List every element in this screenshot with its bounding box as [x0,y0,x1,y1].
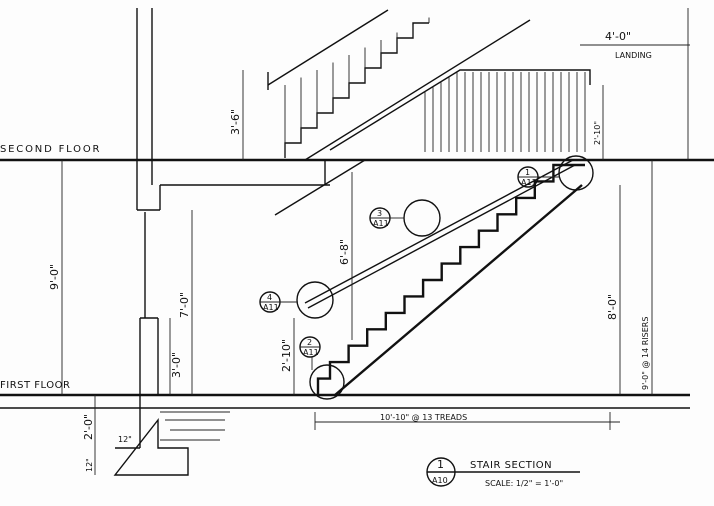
dimension-landing-height: 8'-0" [606,185,621,395]
svg-text:2: 2 [307,338,312,347]
svg-text:6'-8": 6'-8" [338,239,351,265]
svg-text:7'-0": 7'-0" [178,292,191,318]
dimension-treads: 10'-10" @ 13 TREADS [314,412,620,430]
detail-circle-4 [296,281,334,319]
svg-text:2'-0": 2'-0" [82,414,95,440]
dimension-headroom: 6'-8" [338,172,353,340]
svg-text:10'-10" @ 13 TREADS: 10'-10" @ 13 TREADS [380,413,467,422]
svg-text:SCALE: 1/2" = 1'-0": SCALE: 1/2" = 1'-0" [485,479,563,488]
dimension-wall-lower: 3'-0" [169,318,183,395]
handrail-lower-edge [307,164,576,309]
svg-text:LANDING: LANDING [615,51,652,60]
detail-circle-1 [558,155,594,191]
first-floor-label: FIRST FLOOR [0,380,70,391]
dimension-landing-width: 4'-0" LANDING [580,8,690,160]
svg-text:A10: A10 [432,476,448,485]
dimension-door-head: 7'-0" [178,210,193,395]
dimension-guard-height: 3'-6" [229,70,244,160]
callout-1[interactable]: 1 A11 [517,166,560,188]
dimension-lower-rail: 2'-10" [280,318,295,395]
svg-text:1: 1 [525,168,530,177]
soffit-line [274,159,366,216]
dimension-footing-thickness: 12" [85,448,96,475]
drawing-title-block: 1 A10 STAIR SECTION SCALE: 1/2" = 1'-0" [426,457,580,488]
svg-text:9'-0" @ 14 RISERS: 9'-0" @ 14 RISERS [641,317,650,390]
stair-stringer [334,184,583,396]
svg-text:1: 1 [437,458,444,471]
svg-text:A11: A11 [303,348,319,357]
svg-text:2'-10": 2'-10" [593,121,602,145]
svg-text:A11: A11 [373,219,389,228]
dimension-upper-rail: 2'-10" [593,85,604,160]
stair-treads-risers [316,163,585,395]
callout-4[interactable]: 4 A11 [259,291,297,313]
svg-text:4: 4 [267,293,272,302]
svg-text:A11: A11 [521,178,537,187]
detail-circle-3 [403,199,441,237]
svg-text:STAIR SECTION: STAIR SECTION [470,460,552,471]
svg-text:3: 3 [377,209,382,218]
dimension-footing-depth: 2'-0" [82,395,96,448]
landing-guardrail [424,71,586,152]
dimension-footing-width: 12" [118,435,132,444]
callout-3[interactable]: 3 A11 [369,207,404,229]
upper-stair-flight [267,9,591,185]
svg-text:4'-0": 4'-0" [605,30,631,43]
svg-text:9'-0": 9'-0" [48,264,61,290]
dimension-floor-to-floor: 9'-0" [48,160,63,395]
detail-circle-2 [309,364,345,400]
second-floor-label: SECOND FLOOR [0,144,100,155]
callout-2[interactable]: 2 A11 [299,336,321,370]
svg-text:3'-0": 3'-0" [170,352,183,378]
dimension-risers: 9'-0" @ 14 RISERS [641,160,653,395]
svg-text:3'-6": 3'-6" [229,109,242,135]
svg-text:8'-0": 8'-0" [606,294,619,320]
wall-column [113,8,230,476]
svg-text:A11: A11 [263,303,279,312]
handrail [304,159,574,304]
svg-text:12": 12" [85,458,94,472]
svg-text:2'-10": 2'-10" [280,339,293,372]
